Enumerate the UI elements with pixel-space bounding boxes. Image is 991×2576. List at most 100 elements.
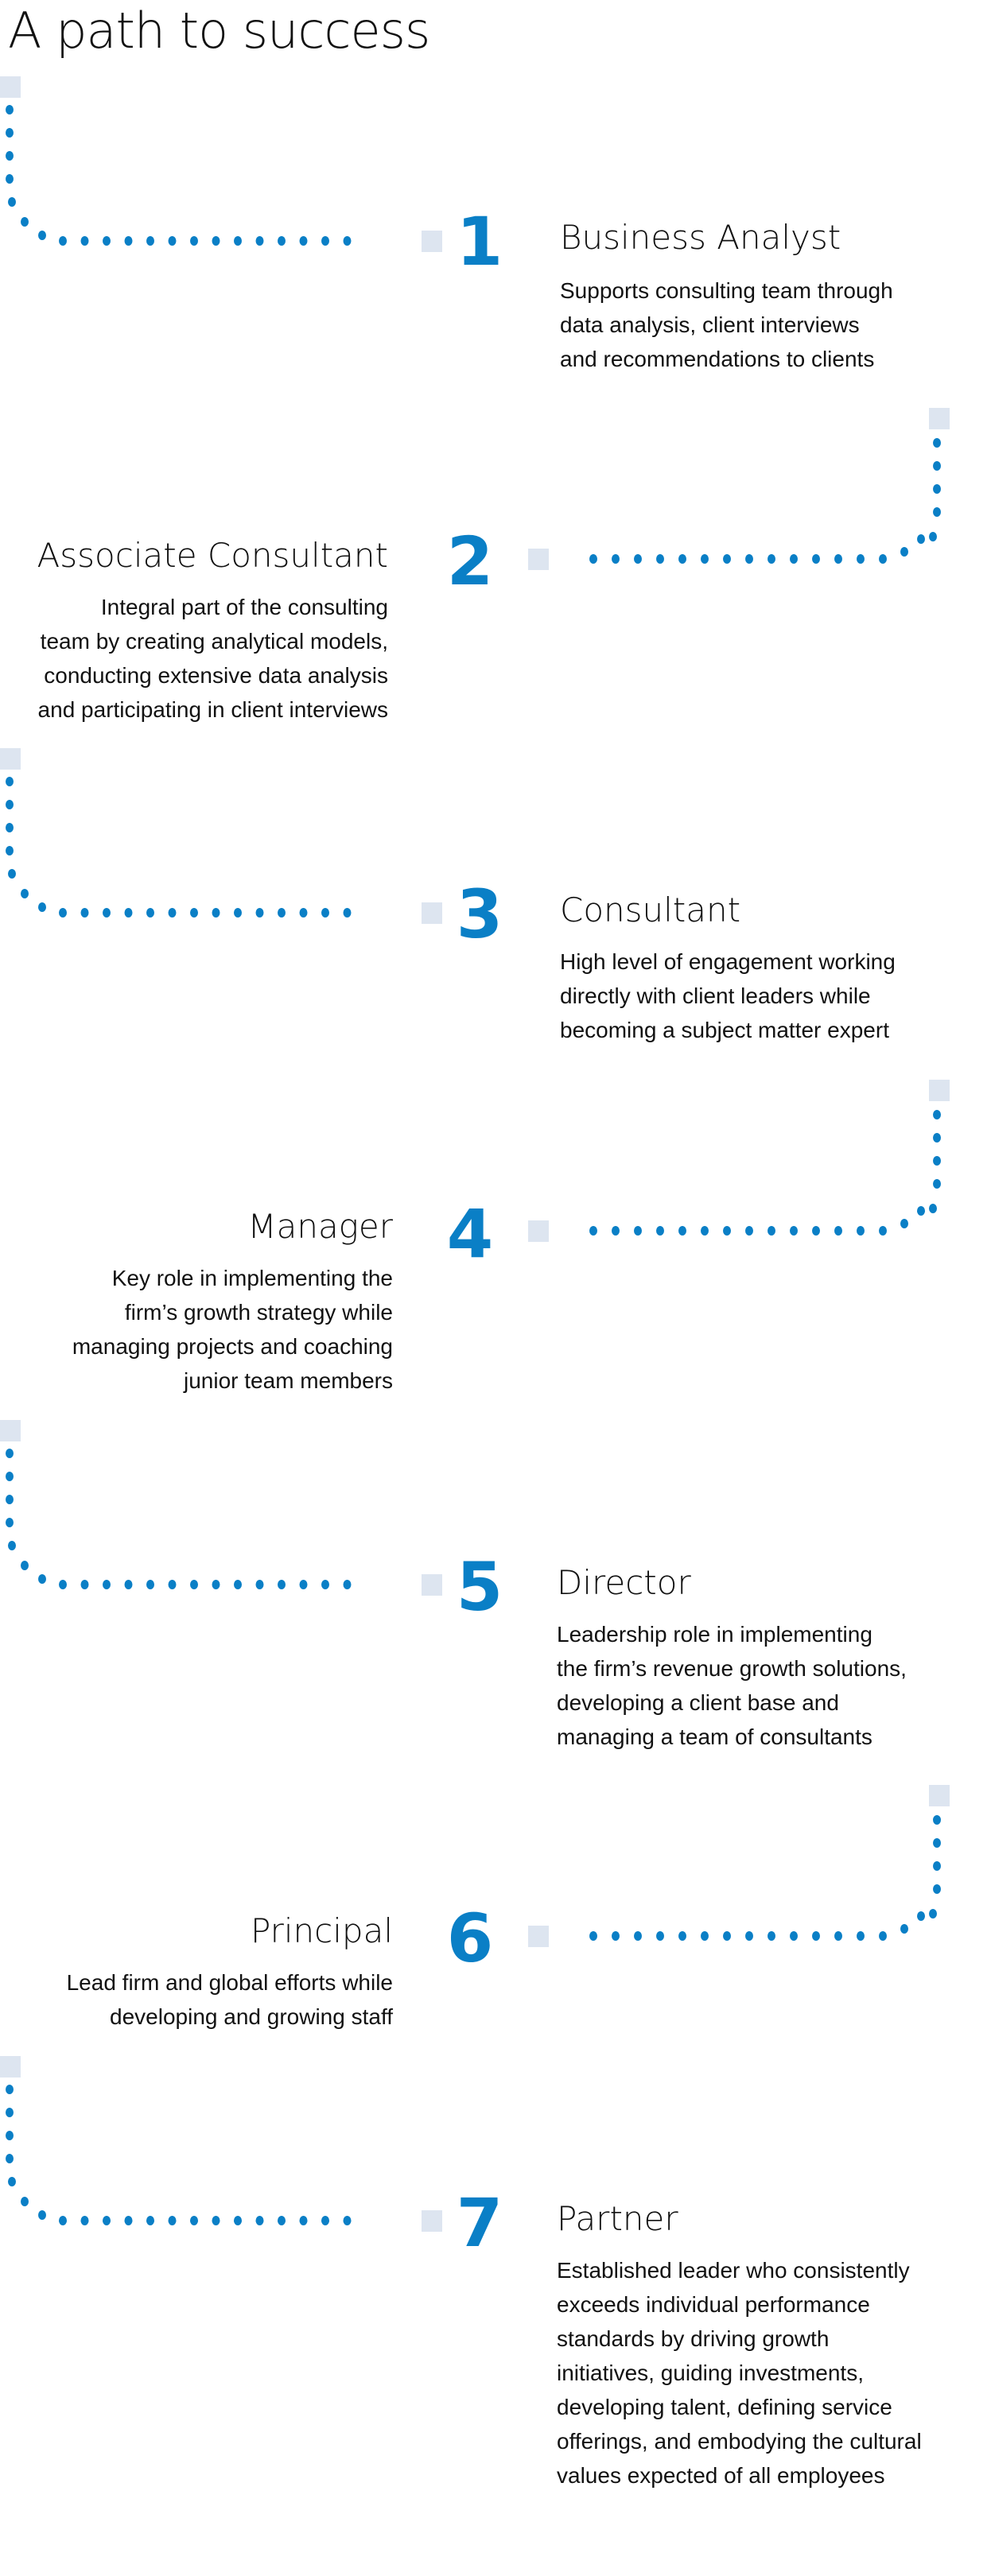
path-dot	[38, 2210, 46, 2220]
step-1-description-line: data analysis, client interviews	[560, 312, 860, 337]
path-dot	[917, 1911, 925, 1921]
path-dot	[190, 236, 198, 246]
path-dot	[701, 1931, 709, 1941]
path-dot	[212, 1580, 220, 1589]
step-1-description-line: and recommendations to clients	[560, 347, 875, 371]
step-7-description: Established leader who consistently exce…	[557, 2253, 922, 2493]
path-dot	[768, 554, 775, 564]
path-dot	[299, 2216, 308, 2225]
path-dot	[6, 2131, 14, 2140]
step-7-description-line: initiatives, guiding investments,	[557, 2361, 864, 2385]
path-dot	[678, 554, 686, 564]
step-1-title: Business Analyst	[560, 218, 841, 257]
path-dot	[933, 1156, 941, 1166]
page-title: A path to success	[8, 2, 430, 60]
step-5-description: Leadership role in implementing the firm…	[557, 1617, 907, 1754]
path-dot	[103, 2216, 111, 2225]
path-dot	[6, 105, 14, 114]
path-dot	[6, 823, 14, 832]
step-6-description-line: developing and growing staff	[110, 2004, 393, 2029]
path-dot	[6, 846, 14, 855]
path-dot	[146, 1580, 154, 1589]
path-dot	[6, 1495, 14, 1504]
path-dot	[8, 869, 16, 879]
path-dot	[723, 554, 731, 564]
step-4-start-square	[929, 1080, 950, 1101]
path-dot	[299, 236, 308, 246]
path-dot	[612, 1931, 620, 1941]
step-1-description-line: Supports consulting team through	[560, 278, 893, 303]
path-dot	[59, 2216, 67, 2225]
path-dot	[168, 236, 177, 246]
path-dot	[103, 1580, 111, 1589]
path-dot	[124, 908, 133, 918]
path-dot	[212, 908, 220, 918]
path-dot	[321, 236, 329, 246]
step-5-end-square	[422, 1574, 442, 1596]
path-dot	[933, 507, 941, 517]
step-2-number: 2	[446, 522, 494, 600]
path-dot	[900, 1219, 908, 1228]
path-dot	[38, 231, 46, 240]
path-dot	[933, 1815, 941, 1825]
step-6-description-line: Lead firm and global efforts while	[66, 1970, 393, 1995]
path-dot	[321, 908, 329, 918]
step-6-title: Principal	[251, 1911, 393, 1950]
step-3-description-line: becoming a subject matter expert	[560, 1018, 889, 1042]
path-dot	[745, 1226, 753, 1236]
path-dot	[933, 1838, 941, 1848]
path-dot	[879, 1226, 887, 1236]
path-dot	[933, 1110, 941, 1119]
path-dot	[21, 2197, 29, 2206]
path-dot	[6, 1472, 14, 1481]
path-dot	[745, 554, 753, 564]
step-4-description-line: Key role in implementing the	[111, 1266, 393, 1290]
path-dot	[6, 777, 14, 786]
path-dot	[21, 217, 29, 227]
path-dot	[146, 2216, 154, 2225]
path-dot	[255, 1580, 264, 1589]
step-3-title: Consultant	[560, 890, 741, 929]
path-dot	[933, 1861, 941, 1871]
step-2-title: Associate Consultant	[37, 536, 388, 575]
step-2-description-line: team by creating analytical models,	[40, 629, 388, 654]
path-dot	[929, 532, 937, 541]
path-dot	[857, 554, 865, 564]
path-dot	[834, 1931, 842, 1941]
path-dot	[701, 1226, 709, 1236]
path-dot	[701, 554, 709, 564]
step-1-description: Supports consulting team through data an…	[560, 274, 893, 376]
path-dot	[834, 554, 842, 564]
path-dot	[917, 1206, 925, 1216]
path-dot	[857, 1931, 865, 1941]
step-7-end-square	[422, 2210, 442, 2232]
path-dot	[59, 236, 67, 246]
step-3-number: 3	[456, 875, 503, 953]
step-7-start-square	[0, 2056, 21, 2077]
path-dot	[321, 2216, 329, 2225]
step-6-start-square	[929, 1785, 950, 1806]
path-dot	[6, 174, 14, 184]
path-dot	[343, 2216, 352, 2225]
path-dot	[278, 1580, 286, 1589]
step-6-end-square	[528, 1926, 549, 1947]
step-7-title: Partner	[557, 2199, 678, 2238]
path-dot	[234, 1580, 242, 1589]
path-dot	[900, 1924, 908, 1934]
step-7-description-line: Established leader who consistently	[557, 2258, 910, 2283]
step-7-description-line: standards by driving growth	[557, 2326, 830, 2351]
path-dot	[834, 1226, 842, 1236]
path-dot	[38, 902, 46, 912]
path-dot	[634, 1226, 642, 1236]
path-dot	[933, 1133, 941, 1143]
path-dot	[879, 554, 887, 564]
path-dot	[933, 1179, 941, 1189]
step-2-description-line: conducting extensive data analysis	[44, 663, 388, 688]
step-5-description-line: Leadership role in implementing	[557, 1622, 872, 1647]
step-6-number: 6	[446, 1899, 494, 1977]
path-dot	[124, 2216, 133, 2225]
step-4-description-line: junior team members	[184, 1368, 393, 1393]
path-dot	[6, 1518, 14, 1527]
step-1-start-square	[0, 76, 21, 98]
